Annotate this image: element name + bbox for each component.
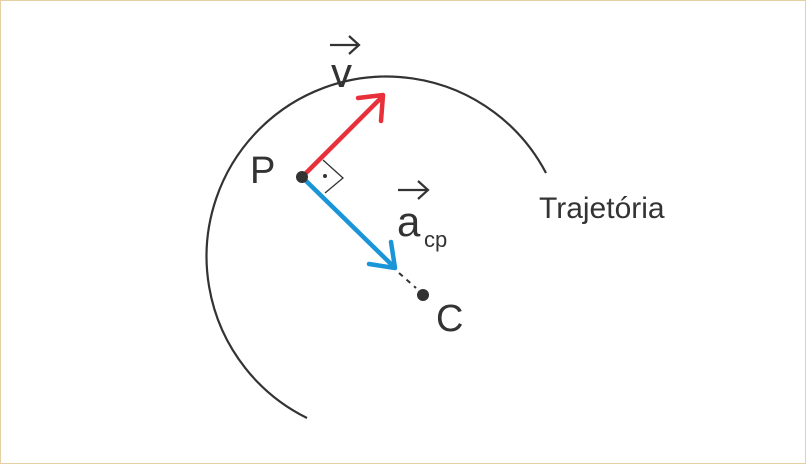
acceleration-arrow-icon: [398, 180, 430, 200]
point-p-dot: [296, 171, 308, 183]
velocity-label: v: [331, 49, 352, 96]
point-p-label: P: [250, 150, 275, 192]
point-c-label: C: [436, 298, 463, 340]
acceleration-vector-shaft: [299, 174, 397, 270]
velocity-vector-head: [355, 92, 386, 124]
velocity-vector-shaft: [299, 94, 385, 180]
right-angle-dot: [323, 174, 327, 178]
acceleration-label: a: [397, 198, 421, 245]
acceleration-subscript: cp: [424, 227, 447, 252]
trajectory-label: Trajetória: [539, 192, 665, 225]
acceleration-vector-head: [366, 239, 398, 271]
trajectory-curve: [205, 75, 547, 419]
velocity-arrow-icon: [330, 35, 361, 55]
right-angle-marker: [322, 159, 344, 194]
point-c-dot: [417, 289, 429, 301]
radius-dashed-line: [398, 272, 417, 289]
